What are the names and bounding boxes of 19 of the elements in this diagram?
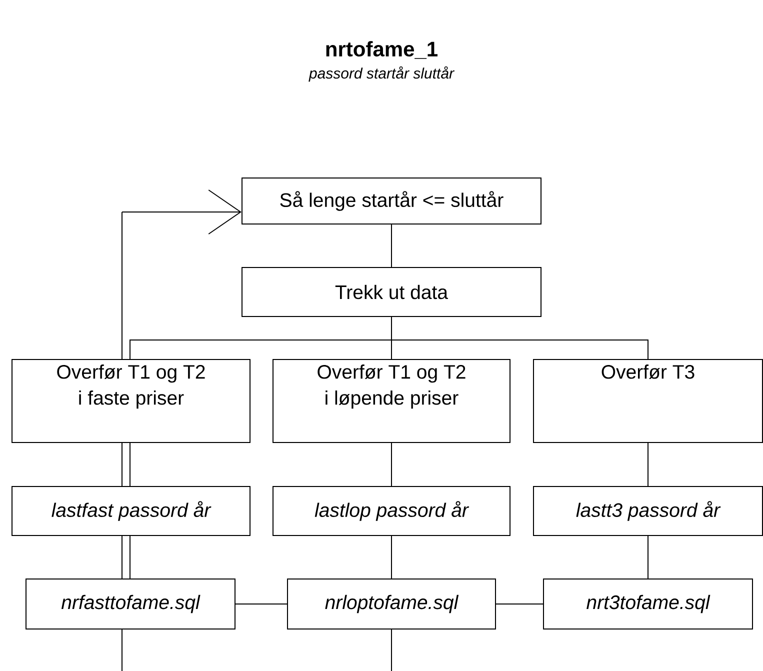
connector-line: [391, 316, 648, 360]
connector-line: [391, 629, 392, 671]
process-box: Overfør T3: [533, 359, 763, 443]
file-box: nrloptofame.sql: [287, 578, 496, 630]
file-box: nrfasttofame.sql: [26, 578, 236, 630]
file-box: lastfast passord år: [12, 486, 250, 536]
connector-line: [391, 442, 392, 486]
subtitle: passord startår sluttår: [308, 66, 455, 82]
file-box: lastlop passord år: [272, 486, 510, 536]
process-box: Overfør T1 og T2 i faste priser: [12, 359, 250, 443]
title: nrtofame_1: [326, 41, 438, 59]
file-box: lastt3 passord år: [533, 486, 763, 536]
connector-line: [391, 224, 392, 268]
connector-line: [391, 536, 392, 579]
process-box: Så lenge startår <= sluttår: [242, 178, 542, 224]
file-box: nrt3tofame.sql: [543, 578, 753, 630]
process-box: Trekk ut data: [242, 267, 542, 317]
process-box: Overfør T1 og T2 i løpende priser: [272, 359, 510, 443]
loop-arrow: [122, 190, 242, 671]
